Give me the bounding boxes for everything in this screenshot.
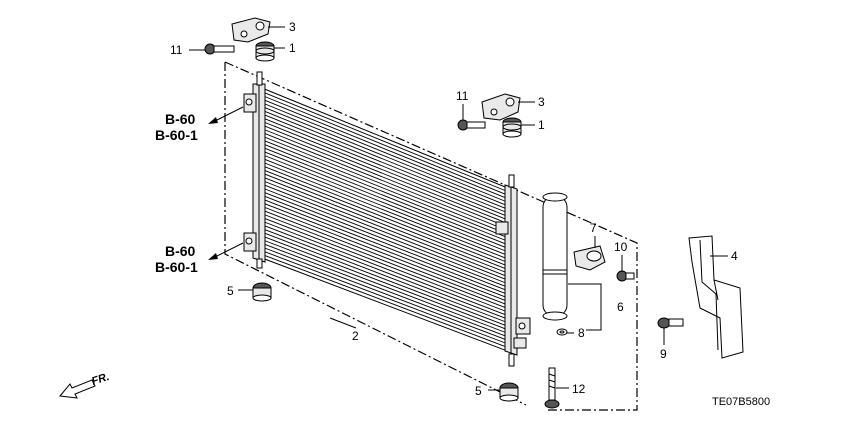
condenser-fin [264,221,506,315]
condenser-fin [264,144,506,241]
front-direction-label: FR. [90,371,111,388]
condenser-fin [264,210,506,305]
condenser-fin [264,151,506,248]
callout-8: 8 [578,326,585,340]
ref-b60-1-upper: B-60-1 [155,127,198,143]
condenser-fins [264,92,506,347]
condenser-fin [264,103,506,202]
condenser-fin [264,133,506,230]
condenser-fin [264,255,506,347]
condenser-fin [264,155,506,252]
condenser-fin [264,147,506,245]
reference-arrow-icon [208,242,244,260]
condenser-fin [264,192,506,287]
condenser-fin [264,96,506,195]
condenser-fin [264,136,506,234]
lower-left-cushion [252,282,272,302]
upper-left-mount [204,17,275,62]
condenser-fin [264,99,506,199]
condenser-fin [264,170,506,266]
upper-right-mount [457,93,522,138]
callout-5-left: 5 [227,284,234,298]
callout-12: 12 [572,382,586,396]
condenser-fin [264,107,506,206]
callout-6: 6 [617,300,624,314]
condenser-fin [264,118,506,216]
bolt-10 [616,270,635,282]
reference-arrow-icon [208,106,244,124]
condenser-fin [264,162,506,259]
condenser-fin [264,184,506,280]
callout-4: 4 [731,249,738,263]
assembly-boundary [224,61,638,411]
front-direction-indicator: FR. [59,371,111,399]
dryer-clamp [573,245,606,271]
condenser-fin [264,214,506,308]
condenser-fin [264,181,506,276]
bolt-9 [657,317,684,329]
condenser-fin [264,122,506,220]
air-guide-panel [688,235,744,359]
condenser-fin [264,125,506,223]
ref-b60-1-lower: B-60-1 [155,259,198,275]
condenser-fin [264,166,506,262]
condenser-fin [264,229,506,323]
lower-right-cushion [499,382,519,402]
condenser-fin [264,195,506,291]
callout-7: 7 [590,221,597,235]
callout-3-right: 3 [538,95,545,109]
callout-1-upper: 1 [289,41,296,55]
condenser-fin [264,173,506,269]
condenser-fin [264,218,506,312]
condenser-fin [264,207,506,301]
condenser-fin [264,203,506,298]
condenser-fin [264,110,506,209]
condenser-fin [264,244,506,337]
callout-5-bottom: 5 [475,384,482,398]
receiver-dryer [542,192,568,321]
condenser-fin [264,114,506,213]
condenser-fin [264,92,506,191]
ref-b60-lower: B-60 [165,243,196,259]
condenser-fin [264,199,506,294]
callout-11-upper: 11 [170,43,183,57]
condenser-fin [264,140,506,237]
condenser-fin [264,129,506,227]
condenser-fin [264,232,506,326]
condenser-fin [264,236,506,330]
condenser-core [243,71,531,367]
bolt-12 [544,367,560,409]
upper-reference: B-60 B-60-1 [155,106,244,143]
ref-b60-upper: B-60 [165,111,196,127]
lower-reference: B-60 B-60-1 [155,242,244,275]
condenser-fin [264,240,506,333]
condenser-fin [264,177,506,273]
condenser-fin [264,247,506,340]
callout-numbers: 3 1 11 11 3 1 7 10 4 6 8 9 2 5 5 12 [170,20,738,398]
front-direction-arrow-icon [59,379,96,399]
condenser-fin [264,188,506,284]
callout-9: 9 [660,347,667,361]
callout-11-right: 11 [456,89,469,103]
callout-3-upper: 3 [289,20,296,34]
o-ring [556,328,568,336]
callout-10: 10 [614,240,628,254]
callout-2: 2 [352,329,359,343]
diagram-code: TE07B5800 [712,396,770,408]
condenser-fin [264,159,506,255]
leader-lines [189,26,728,391]
condenser-fin [264,225,506,319]
condenser-fin [264,251,506,344]
callout-1-right: 1 [538,118,545,132]
